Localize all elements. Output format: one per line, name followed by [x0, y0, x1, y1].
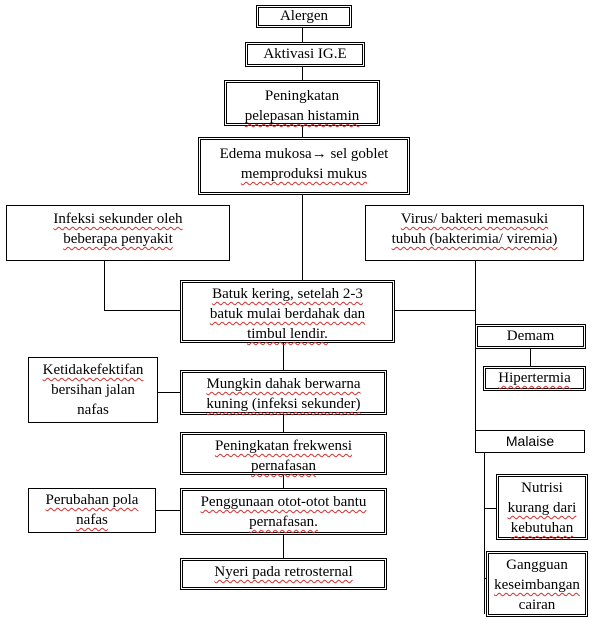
- node-demam: Demam: [475, 324, 586, 349]
- connector-ige-histamin: [302, 66, 303, 80]
- node-infeksi-sekunder: Infeksi sekunder oleh beberapa penyakit: [6, 205, 230, 261]
- node-nutrisi-line-2: kurang dari: [507, 500, 577, 516]
- node-malaise-label: Malaise: [505, 433, 555, 449]
- connector-virus-down: [475, 260, 476, 310]
- node-histamin-line-2: pelepasan histamin: [244, 108, 360, 124]
- node-nutrisi-line-1: Nutrisi: [521, 480, 563, 496]
- node-demam-label: Demam: [506, 328, 555, 344]
- node-batuk: Batuk kering, setelah 2-3 batuk mulai be…: [180, 280, 395, 343]
- node-aktivasi-ige-label: Aktivasi IG.E: [263, 46, 347, 62]
- node-dahak-line-1: Mungkin dahak berwarna: [206, 376, 361, 392]
- node-aktivasi-ige: Aktivasi IG.E: [245, 42, 365, 67]
- node-frekwensi: Peningkatan frekwensi pernafasan: [180, 432, 387, 475]
- node-alergen-label: Alergen: [279, 8, 329, 24]
- node-otot-bantu: Penggunaan otot-otot bantu pernafasan.: [180, 488, 387, 535]
- connector-malaise-down: [484, 452, 485, 614]
- node-edema-mukosa: Edema mukosa→ sel goblet memproduksi muk…: [198, 137, 410, 195]
- node-dahak-line-2: kuning (infeksi sekunder): [206, 396, 361, 412]
- node-gangguan: Gangguan keseimbangan cairan: [486, 551, 588, 617]
- node-ketidak-line-1: Ketidakefektifan: [42, 362, 144, 378]
- node-batuk-line-3: timbul lendir.: [247, 326, 328, 342]
- connector-infeksi-batuk: [104, 310, 180, 311]
- connector-frekwensi-otot: [283, 474, 284, 488]
- node-pola-line-2: nafas: [76, 512, 108, 528]
- connector-alergen-ige: [302, 26, 303, 42]
- node-ketidakefektifan: Ketidakefektifan bersihan jalan nafas: [28, 357, 158, 423]
- node-malaise: Malaise: [475, 430, 585, 453]
- connector-dahak-frekwensi: [283, 414, 284, 432]
- connector-ketidak-dahak: [158, 392, 180, 393]
- node-nyeri-label: Nyeri pada retrosternal: [214, 564, 353, 580]
- connector-demam-hipertermia: [530, 348, 531, 366]
- node-edema-line-2: memproduksi mukus: [240, 166, 368, 182]
- node-hipertermia-label: Hipertermia: [498, 370, 571, 386]
- node-batuk-line-1: Batuk kering, setelah 2-3: [212, 286, 363, 302]
- node-histamin-line-1: Peningkatan: [264, 88, 340, 104]
- node-nutrisi-line-3: kebutuhan: [510, 520, 574, 536]
- node-ketidak-line-3: nafas: [77, 402, 109, 418]
- connector-virus-malaise: [475, 310, 476, 430]
- connector-histamin-edema: [302, 125, 303, 137]
- node-frekwensi-line-2: pernafasan: [251, 458, 316, 474]
- connector-malaise-nutrisi: [484, 508, 496, 509]
- node-pola-line-1: Perubahan pola: [45, 492, 139, 508]
- connector-pola-otot: [156, 510, 180, 511]
- node-nutrisi: Nutrisi kurang dari kebutuhan: [496, 474, 588, 540]
- node-peningkatan-histamin: Peningkatan pelepasan histamin: [224, 80, 380, 126]
- node-virus-bakteri: Virus/ bakteri memasuki tubuh (bakterimi…: [365, 205, 584, 261]
- node-dahak: Mungkin dahak berwarna kuning (infeksi s…: [180, 370, 387, 415]
- node-infeksi-line-2: beberapa penyakit: [63, 231, 173, 247]
- node-frekwensi-line-1: Peningkatan frekwensi: [214, 438, 353, 454]
- node-batuk-line-2: batuk mulai berdahak dan: [209, 306, 366, 322]
- connector-batuk-virus: [394, 310, 475, 311]
- node-virus-line-2: tubuh (bakterimia/ viremia): [391, 231, 558, 247]
- node-nyeri: Nyeri pada retrosternal: [180, 558, 387, 590]
- node-otot-line-2: pernafasan.: [249, 514, 318, 530]
- node-gangguan-line-1: Gangguan: [506, 557, 568, 573]
- node-gangguan-line-2: keseimbangan: [494, 577, 580, 593]
- node-hipertermia: Hipertermia: [483, 366, 586, 391]
- connector-edema-batuk: [302, 194, 303, 280]
- node-pola-nafas: Perubahan pola nafas: [28, 488, 156, 533]
- node-ketidak-line-2: bersihan jalan: [51, 382, 135, 398]
- node-infeksi-line-1: Infeksi sekunder oleh: [53, 211, 183, 227]
- node-gangguan-line-3: cairan: [518, 597, 556, 613]
- connector-infeksi-down: [104, 260, 105, 310]
- node-alergen: Alergen: [256, 5, 352, 28]
- node-edema-line-1: Edema mukosa→ sel goblet: [219, 146, 389, 162]
- node-otot-line-1: Penggunaan otot-otot bantu: [200, 494, 367, 510]
- connector-batuk-dahak: [283, 342, 284, 370]
- node-virus-line-1: Virus/ bakteri memasuki: [400, 211, 549, 227]
- connector-otot-nyeri: [283, 534, 284, 558]
